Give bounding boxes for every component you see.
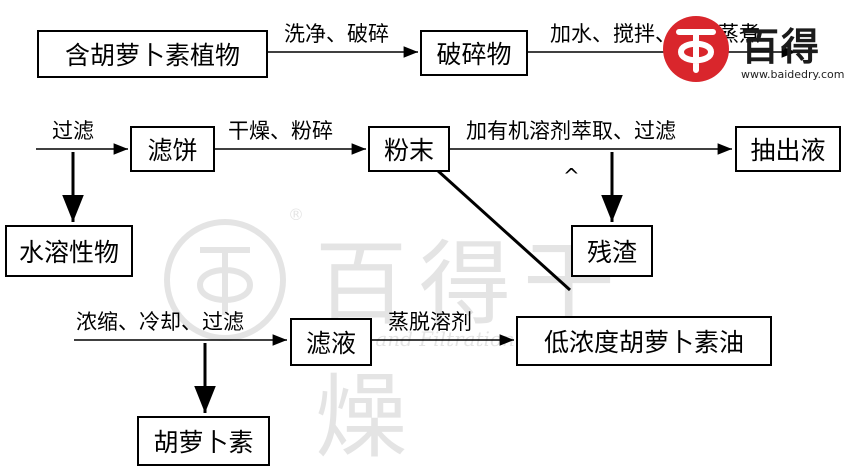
node-powder: 粉末 bbox=[368, 126, 450, 172]
label-dry-grind: 干燥、粉碎 bbox=[228, 119, 333, 143]
node-filtrate: 滤液 bbox=[290, 318, 372, 366]
label-evaporate: 蒸脱溶剂 bbox=[388, 310, 472, 334]
node-crushed: 破碎物 bbox=[420, 30, 528, 76]
node-residue: 残渣 bbox=[571, 225, 653, 277]
label-concentrate: 浓缩、冷却、过滤 bbox=[76, 310, 244, 334]
label-wash-crush: 洗净、破碎 bbox=[284, 22, 389, 46]
node-raw-plant: 含胡萝卜素植物 bbox=[37, 30, 268, 78]
node-water-soluble: 水溶性物 bbox=[5, 225, 133, 277]
label-solvent-extract: 加有机溶剂萃取、过滤 bbox=[466, 119, 676, 143]
brand-logo: 百得 www.baidedry.com bbox=[655, 8, 845, 90]
label-filter: 过滤 bbox=[52, 119, 94, 143]
node-filter-cake: 滤饼 bbox=[130, 126, 215, 172]
brand-url: www.baidedry.com bbox=[741, 68, 845, 81]
brand-emblem-icon bbox=[663, 16, 729, 82]
caret-mark: ^ bbox=[563, 164, 580, 188]
node-carotene: 胡萝卜素 bbox=[137, 416, 270, 466]
node-carotene-oil: 低浓度胡萝卜素油 bbox=[516, 316, 772, 366]
brand-name: 百得 bbox=[741, 25, 822, 69]
node-extract: 抽出液 bbox=[735, 126, 841, 172]
diagonal-slash bbox=[435, 168, 572, 292]
